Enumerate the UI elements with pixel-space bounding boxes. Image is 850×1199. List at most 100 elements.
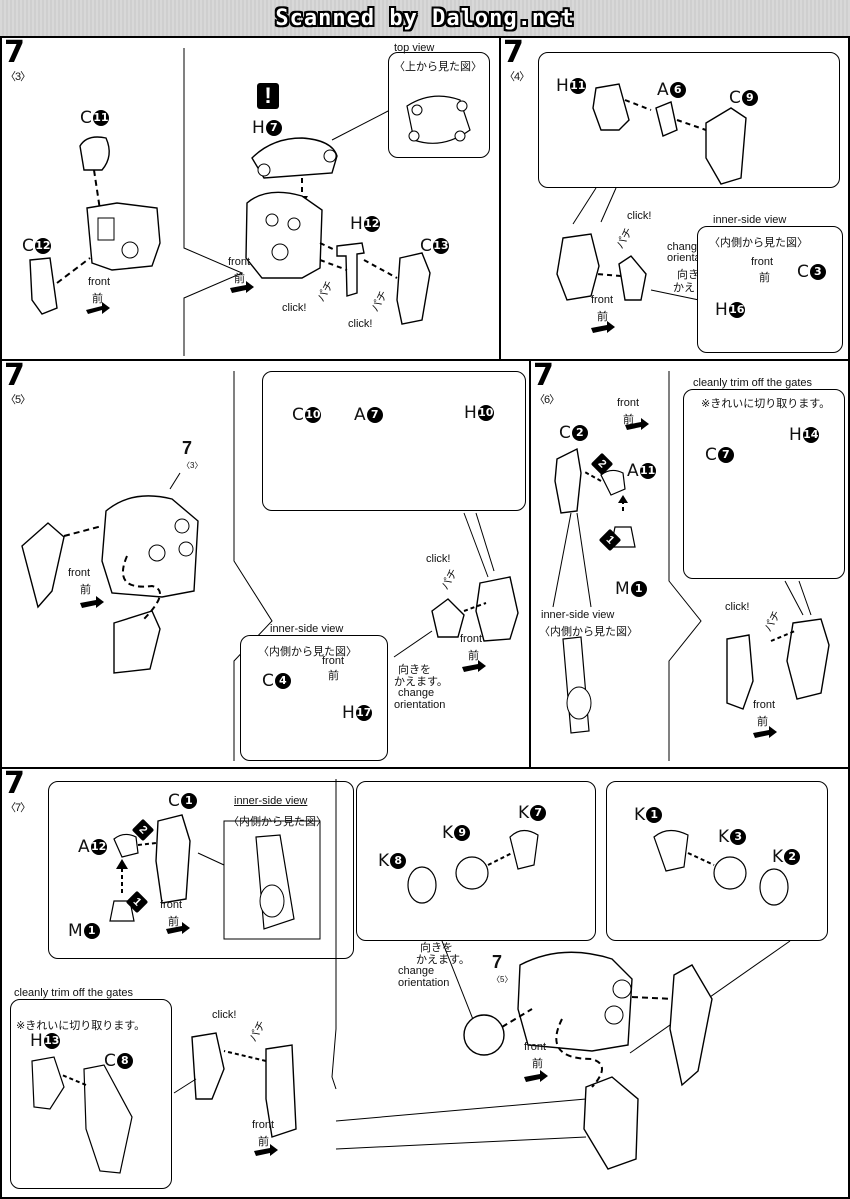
front-label-2-jp: 前 [759, 272, 770, 284]
top-view-drawing [406, 95, 471, 144]
front-label-2-jp: 前 [468, 650, 479, 662]
click-label-2: click! [348, 318, 373, 330]
change-en-1: change [398, 965, 435, 977]
detail-bubble [262, 371, 526, 511]
front-label-1: front [68, 567, 91, 579]
substep-label: 〈5〉 [5, 394, 31, 406]
part-body-drawing [245, 191, 323, 279]
change-en-2: orientation [398, 977, 450, 989]
change-jp-2: かえます。 [416, 953, 470, 966]
step-7-7-panel: 7 〈7〉 [0, 767, 850, 1199]
change-jp-2: かえます。 [394, 675, 448, 688]
top-view-label-jp: 〈上から見た図〉 [394, 60, 482, 73]
front-label-3: front [322, 655, 345, 667]
step-number: 7 [503, 36, 524, 70]
scan-banner: Scanned by Dalong.net [0, 0, 850, 36]
step-number: 7 [4, 359, 25, 393]
step-7-7-drawing [31, 779, 791, 1174]
trim-bubble [683, 389, 845, 579]
part-label-h11: H11 [556, 76, 586, 96]
inner-side-label: inner-side view [234, 795, 308, 807]
click-label-1: click! [282, 302, 307, 314]
part-c11-drawing [79, 136, 110, 171]
ref-step-mark: 7〈3〉 [182, 438, 203, 470]
substep-label: 〈6〉 [534, 394, 560, 406]
inner-side-label: inner-side view [541, 609, 615, 621]
trim-label: cleanly trim off the gates [693, 377, 813, 389]
step-7-3-drawing [29, 48, 431, 356]
front-label-1-jp: 前 [597, 311, 608, 323]
change-jp-1: 向きを [420, 941, 453, 954]
front-label-2-jp: 前 [757, 716, 768, 728]
front-label-1-jp: 前 [80, 584, 91, 596]
top-view-label: top view [394, 42, 435, 54]
front-label-2: front [751, 256, 774, 268]
change-en-2: orientation [394, 699, 446, 711]
substep-label: 〈7〉 [5, 802, 31, 814]
inner-side-bubble [697, 226, 843, 353]
step-number: 7 [4, 36, 25, 70]
part-label-c13: C13 [420, 236, 449, 256]
part-label-h16: H16 [715, 300, 745, 320]
step-number: 7 [4, 767, 25, 801]
click-label: click! [725, 601, 750, 613]
part-label-h12: H12 [350, 214, 380, 234]
part-c12-drawing [29, 257, 58, 315]
step-arrow-1: 1 [598, 528, 622, 552]
step-7-3-panel: 7 〈3〉 ! C11 C12 [0, 36, 501, 361]
front-label-1: front [160, 899, 183, 911]
front-label-2-jp: 前 [234, 273, 245, 285]
inner-side-label-jp: 〈内側から見た図〉 [709, 236, 808, 249]
trim-label-jp: ※きれいに切り取ります。 [16, 1019, 146, 1032]
front-label-2: front [753, 699, 776, 711]
part-label-c10: C10 [292, 405, 321, 425]
inner-side-label: inner-side view [270, 623, 344, 635]
banner-text: Scanned by Dalong.net [275, 5, 575, 31]
front-label-3-jp: 前 [328, 670, 339, 682]
part-label-c11: C11 [80, 108, 109, 128]
front-label: front [88, 276, 111, 288]
front-label-2: front [252, 1119, 275, 1131]
part-h7-drawing [251, 137, 338, 179]
click-label: click! [627, 210, 652, 222]
part-h12-drawing [336, 242, 365, 297]
front-label-3: front [524, 1041, 547, 1053]
change-orientation-label: change orientation [667, 241, 719, 264]
inner-side-bubble [240, 635, 388, 761]
step-7-5-panel: 7 〈5〉 7〈3〉 front [0, 359, 531, 769]
inner-side-label: inner-side view [713, 214, 787, 226]
step-arrow-2: 2 [131, 818, 155, 842]
part-label-c12: C12 [22, 236, 51, 256]
front-label-2: front [460, 633, 483, 645]
change-en-1: change [398, 687, 435, 699]
part-block-drawing [86, 202, 161, 271]
inner-side-label-jp: 〈内側から見た図〉 [539, 625, 638, 638]
part-label-h13: H13 [30, 1031, 60, 1051]
inner-side-label-jp: 〈内側から見た図〉 [228, 815, 327, 828]
front-label-1-jp: 前 [623, 414, 634, 426]
front-label-jp: 前 [92, 293, 103, 305]
part-label-a11: A11 [627, 461, 656, 481]
part-c13-drawing [396, 252, 431, 325]
substep-label: 〈4〉 [504, 71, 530, 83]
substep-label: 〈3〉 [5, 71, 31, 83]
part-label-h14: H14 [789, 425, 819, 445]
ref-step-mark: 7〈5〉 [492, 952, 513, 984]
front-label-2: front [228, 256, 251, 268]
